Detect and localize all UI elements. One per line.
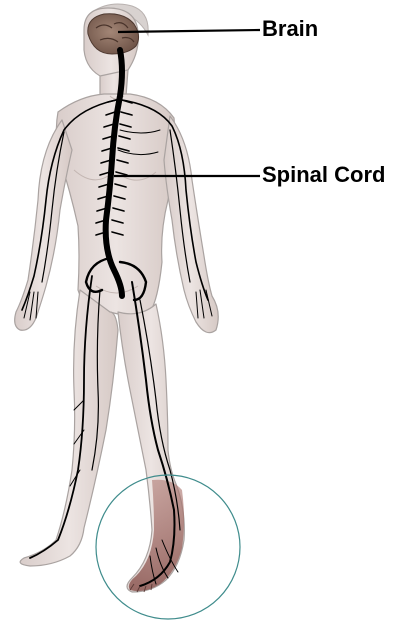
spinal-cord-label: Spinal Cord: [262, 163, 385, 187]
brain-leader-line: [118, 30, 260, 32]
body-silhouette: [15, 8, 219, 592]
brain-label: Brain: [262, 17, 318, 41]
